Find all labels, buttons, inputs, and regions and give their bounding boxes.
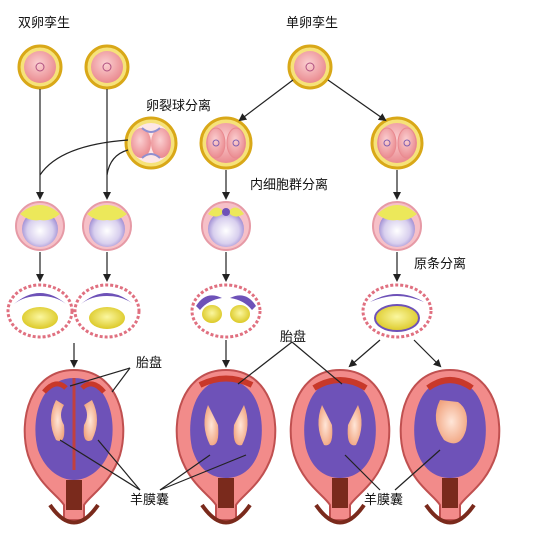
two-cell-separated [124,116,178,170]
zygote-dizygotic-1 [17,44,63,90]
uterus-icm-split [175,368,277,525]
embryo-disc-2 [73,283,141,339]
label-inner-cell-mass-separation: 内细胞群分离 [250,178,329,193]
label-dizygotic: 双卵孪生 [18,16,71,31]
uterus-dizygotic [23,368,125,525]
label-primitive-streak-separation: 原条分离 [414,257,467,272]
uterus-shared-placenta [289,368,391,525]
blastocyst-2 [82,201,132,251]
label-amnion-left: 羊膜囊 [130,493,170,508]
embryo-disc-1 [6,283,74,339]
two-cell-right [370,116,424,170]
blastocyst-1 [15,201,65,251]
label-amnion-right: 羊膜囊 [364,493,404,508]
blastocyst-4 [372,201,422,251]
label-placenta-left: 胎盘 [136,356,163,371]
arrows [36,79,442,491]
uterus-conjoined [399,368,501,525]
label-blastomere-separation: 卵裂球分离 [146,99,212,114]
embryo-disc-4 [361,283,433,339]
zygote-dizygotic-2 [84,44,130,90]
label-placenta-right: 胎盘 [280,330,307,345]
blastocyst-3-icm-split [201,201,251,251]
two-cell-center [199,116,253,170]
embryo-disc-3-double [190,283,262,339]
label-monozygotic: 单卵孪生 [286,16,339,31]
zygote-monozygotic [287,44,333,90]
